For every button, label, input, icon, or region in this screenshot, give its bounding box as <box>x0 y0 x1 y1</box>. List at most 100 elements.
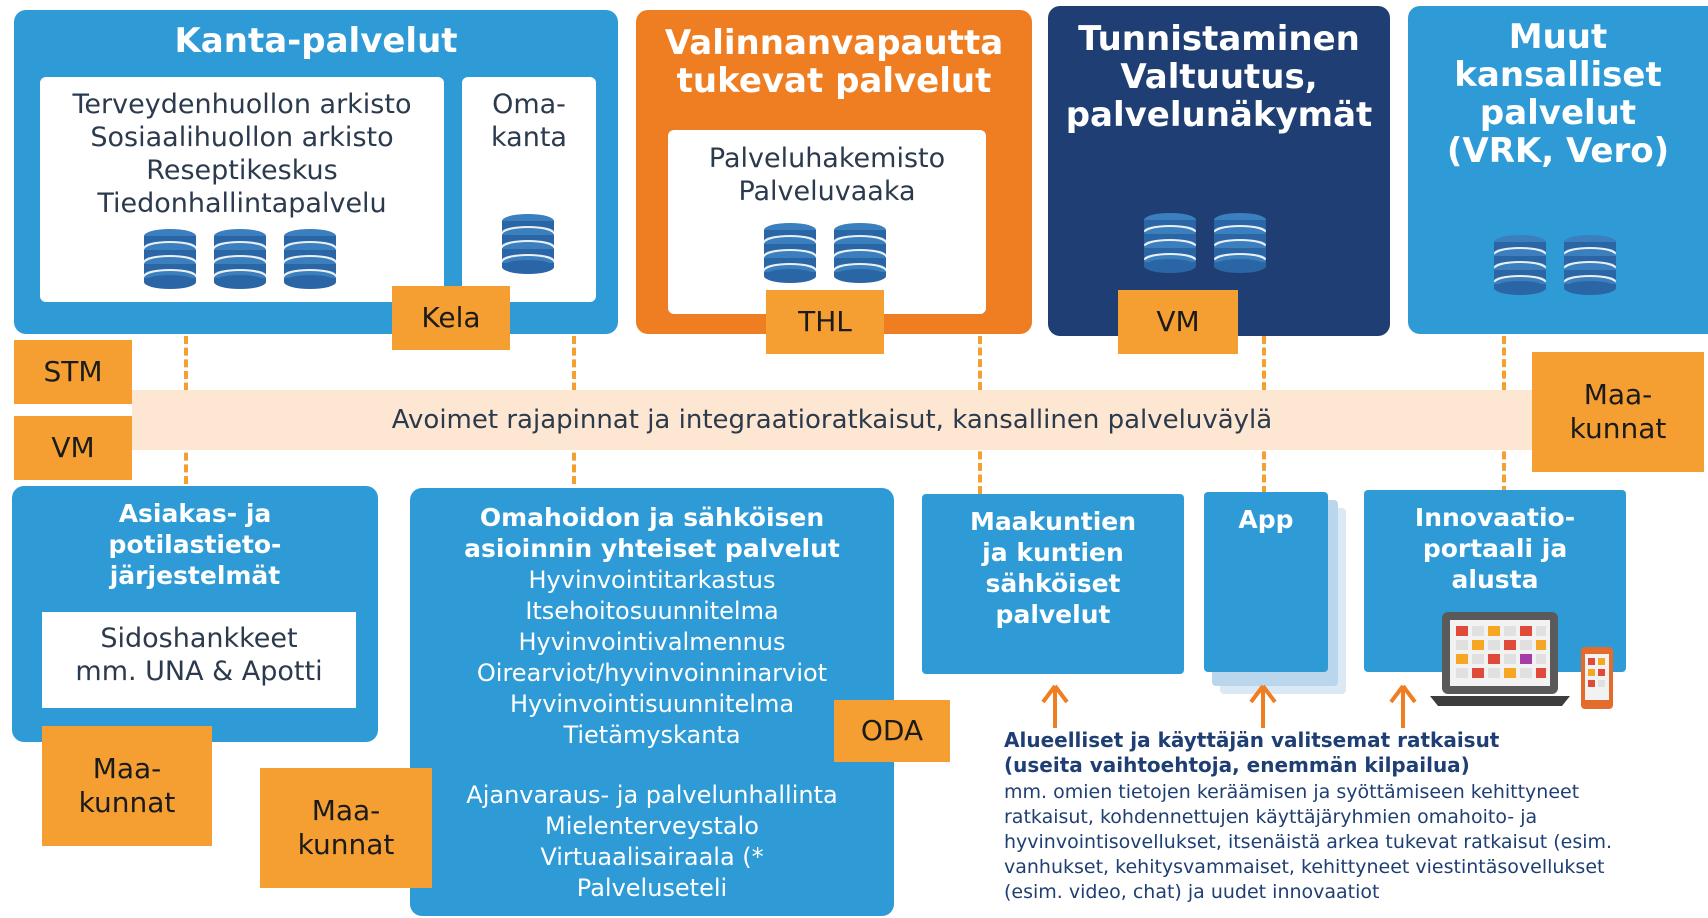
maakunnat-tag-omahoito: Maa- kunnat <box>260 768 432 888</box>
kela-tag: Kela <box>392 286 510 350</box>
title-line: Maakuntien <box>969 507 1137 536</box>
service-line: Oirearviot/hyvinvoinninarviot <box>476 659 828 687</box>
note-body-line: hyvinvointisovellukset, itsenäistä arkea… <box>1004 831 1613 853</box>
arrow-up-icon <box>1041 684 1069 728</box>
service-line: Virtuaalisairaala (* <box>540 843 764 871</box>
muut-kansalliset-box <box>1408 6 1708 334</box>
database-icon <box>1492 234 1548 296</box>
title-line: sähköiset <box>985 569 1121 598</box>
note-body: mm. omien tietojen keräämisen ja syöttäm… <box>1004 780 1704 905</box>
omakanta-label: Oma- kanta <box>462 88 596 154</box>
tag-line: kunnat <box>1569 412 1667 445</box>
tunnistaminen-title: Tunnistaminen Valtuutus, palvelunäkymät <box>1048 20 1390 134</box>
title-line: ja kuntien <box>982 538 1124 567</box>
title-line: palvelut <box>995 600 1111 629</box>
valinnanvapautta-title: Valinnanvapautta tukevat palvelut <box>636 24 1032 100</box>
asiakas-title: Asiakas- ja potilastieto- järjestelmät <box>12 498 378 591</box>
app-box <box>1204 492 1328 672</box>
maakunnat-tag-band: Maa- kunnat <box>1532 352 1704 472</box>
sidoshankkeet-panel <box>42 612 356 708</box>
oda-tag: ODA <box>834 700 950 762</box>
tag-line: Maa- <box>92 752 162 785</box>
service-line: Hyvinvointisuunnitelma <box>509 690 795 718</box>
vm-tag-band: VM <box>14 416 132 480</box>
note-heading-line: (useita vaihtoehtoja, enemmän kilpailua) <box>1004 753 1470 777</box>
note-heading-line: Alueelliset ja käyttäjän valitsemat ratk… <box>1004 728 1500 752</box>
database-icon <box>1212 212 1268 274</box>
title-line: palvelunäkymät <box>1065 95 1373 135</box>
database-icon <box>142 228 198 290</box>
valinnanvapautta-panel <box>668 130 986 314</box>
title-line: Valtuutus, <box>1120 57 1318 97</box>
inner-line: Sidoshankkeet <box>100 623 298 654</box>
service-line: Palveluseteli <box>576 874 728 902</box>
tag-line: Maa- <box>311 794 381 827</box>
thl-tag: THL <box>766 290 884 354</box>
database-icon <box>832 222 888 284</box>
note-body-line: mm. omien tietojen keräämisen ja syöttäm… <box>1004 781 1580 803</box>
service-line: Tietämyskanta <box>563 721 741 749</box>
tag-line: kunnat <box>297 828 395 861</box>
note-body-line: (esim. video, chat) ja uudet innovaatiot <box>1004 881 1380 903</box>
title-line: (VRK, Vero) <box>1446 131 1670 171</box>
maakuntien-title: Maakuntien ja kuntien sähköiset palvelut <box>922 506 1184 630</box>
database-icon <box>500 213 556 275</box>
title-line: alusta <box>1451 565 1539 594</box>
omahoito-box <box>410 488 894 916</box>
kanta-service: Sosiaalihuollon arkisto <box>90 122 394 153</box>
title-line: portaali ja <box>1422 534 1568 563</box>
service-line: Ajanvaraus- ja palvelunhallinta <box>466 781 838 809</box>
tunnistaminen-box <box>1048 6 1390 336</box>
service-line: Palveluvaaka <box>738 176 916 207</box>
omahoito-list-1: Hyvinvointitarkastus Itsehoitosuunnitelm… <box>410 565 894 751</box>
service-line: Mielenterveystalo <box>545 812 759 840</box>
title-line: Asiakas- ja <box>118 499 272 528</box>
service-line: Hyvinvointitarkastus <box>528 566 776 594</box>
omakanta-line: kanta <box>491 122 567 153</box>
kanta-service: Tiedonhallintapalvelu <box>97 188 387 219</box>
phone-icon <box>1581 647 1613 709</box>
arrow-up-icon <box>1389 684 1417 728</box>
stm-tag: STM <box>14 340 132 404</box>
laptop-icon <box>1430 612 1570 706</box>
database-icon <box>282 228 338 290</box>
database-icon <box>1142 212 1198 274</box>
database-icon <box>1562 234 1618 296</box>
maakuntien-box <box>922 494 1184 674</box>
maakunnat-tag-asiakas: Maa- kunnat <box>42 726 212 846</box>
service-line: Hyvinvointivalmennus <box>518 628 786 656</box>
title-line: Omahoidon ja sähköisen <box>479 503 825 532</box>
tag-line: Maa- <box>1583 378 1653 411</box>
service-line: Palveluhakemisto <box>708 143 946 174</box>
title-line: Tunnistaminen <box>1078 19 1360 59</box>
kanta-service: Reseptikeskus <box>146 155 338 186</box>
omakanta-line: Oma- <box>492 89 566 120</box>
title-line: palvelut <box>1479 93 1637 133</box>
title-line: Valinnanvapautta <box>664 23 1004 63</box>
inner-line: mm. UNA & Apotti <box>75 656 323 687</box>
note-body-line: vanhukset, kehitysvammaiset, kehittyneet… <box>1004 856 1605 878</box>
valinnanvapautta-services: Palveluhakemisto Palveluvaaka <box>668 142 986 208</box>
service-line: Itsehoitosuunnitelma <box>525 597 779 625</box>
integration-band: Avoimet rajapinnat ja integraatioratkais… <box>132 390 1532 450</box>
title-line: potilastieto- <box>108 530 282 559</box>
title-line: Muut <box>1508 17 1608 57</box>
note-body-line: ratkaisut, kohdennettujen käyttäjäryhmie… <box>1004 806 1538 828</box>
tag-line: kunnat <box>78 786 176 819</box>
title-line: järjestelmät <box>109 561 281 590</box>
app-title: App <box>1238 505 1294 534</box>
innovaatio-title: Innovaatio- portaali ja alusta <box>1364 502 1626 595</box>
omahoito-title: Omahoidon ja sähköisen asioinnin yhteise… <box>410 502 894 564</box>
title-line: Innovaatio- <box>1414 503 1576 532</box>
kanta-service: Terveydenhuollon arkisto <box>72 89 412 120</box>
database-icon <box>762 222 818 284</box>
title-line: tukevat palvelut <box>676 61 992 101</box>
title-line: kansalliset <box>1454 55 1662 95</box>
note-heading: Alueelliset ja käyttäjän valitsemat ratk… <box>1004 728 1694 778</box>
vm-tag-top: VM <box>1118 290 1238 354</box>
title-line: asioinnin yhteiset palvelut <box>464 534 840 563</box>
sidoshankkeet-text: Sidoshankkeet mm. UNA & Apotti <box>42 622 356 688</box>
omahoito-list-2: Ajanvaraus- ja palvelunhallinta Mielente… <box>410 780 894 904</box>
kanta-palvelut-title: Kanta-palvelut <box>174 21 458 61</box>
arrow-up-icon <box>1249 684 1277 728</box>
